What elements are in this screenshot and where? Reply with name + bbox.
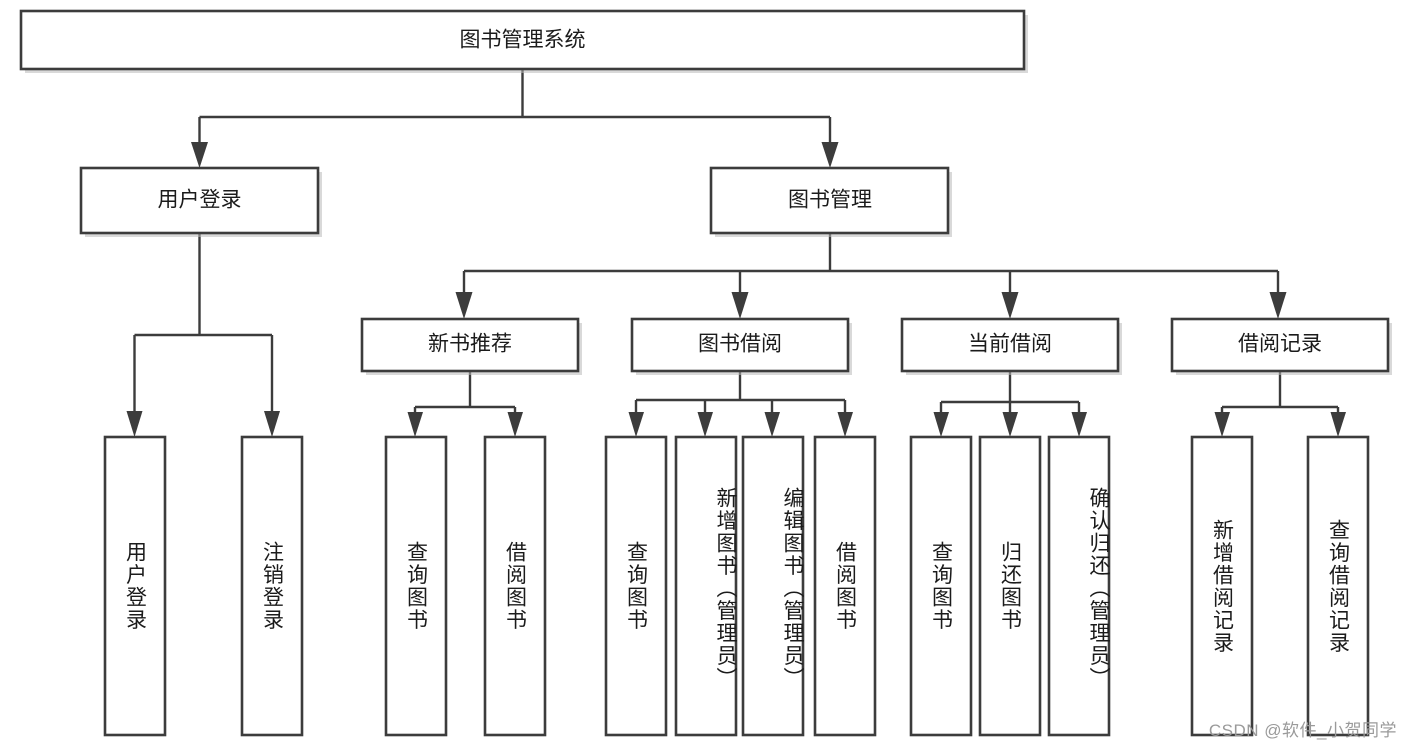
arrow-head-cb-leaf-1 [933,412,949,437]
arrow-head-new-book [455,292,473,319]
leaf-box-user-login[interactable] [103,435,167,737]
node-box-borrow-record[interactable] [1170,317,1390,373]
node-label-user-login: 用户登录 [158,189,242,212]
arrow-head-nb-leaf-2 [507,412,523,437]
node-label-book-borrow: 图书借阅 [698,333,782,356]
node-box-root[interactable] [19,9,1026,71]
leaf-box-cb-query-book[interactable] [909,435,973,737]
node-label-new-book-recommend: 新书推荐 [428,333,512,356]
node-box-user-login[interactable] [79,166,320,235]
arrow-head-cb-leaf-2 [1002,412,1018,437]
arrow-head-br-leaf-1 [1214,412,1230,437]
arrow-head-borrow-record [1269,292,1287,319]
arrow-head-br-leaf-2 [1330,412,1346,437]
leaf-box-bb-add-book[interactable] [674,435,738,737]
arrow-head-bb-leaf-4 [837,412,853,437]
node-box-current-borrow[interactable] [900,317,1120,373]
node-box-book-borrow[interactable] [630,317,850,373]
node-box-book-management[interactable] [709,166,950,235]
watermark-text: CSDN @软件_小贺同学 [1208,721,1397,740]
arrow-head-cb-leaf-3 [1071,412,1087,437]
node-label-book-management: 图书管理 [788,189,872,212]
arrow-head-bb-leaf-1 [628,412,644,437]
arrow-head-user-login [191,142,208,168]
connector-layer [126,69,1346,437]
leaf-box-bb-borrow-book[interactable] [813,435,877,737]
leaf-box-cb-return-book[interactable] [978,435,1042,737]
leaf-box-bb-query-book[interactable] [604,435,668,737]
arrow-head-bb-leaf-3 [764,412,780,437]
node-box-new-book-recommend[interactable] [360,317,580,373]
node-label-root: 图书管理系统 [460,29,586,52]
arrow-head-book-borrow [731,292,749,319]
arrow-head-bb-leaf-2 [697,412,713,437]
leaf-box-br-add-record[interactable] [1190,435,1254,737]
leaf-box-bb-edit-book[interactable] [741,435,805,737]
leaf-box-br-query-record[interactable] [1306,435,1370,737]
arrow-head-current-borrow [1001,292,1019,319]
node-layer: 图书管理系统 用户登录 图书管理 新书推荐 图书借阅 当前借阅 借阅记录 [19,9,1392,737]
arrow-head-book-mgmt [821,142,839,168]
leaf-box-logout[interactable] [240,435,304,737]
arrow-head-leaf-logout [264,411,280,437]
node-label-borrow-record: 借阅记录 [1238,333,1322,356]
leaf-box-nb-query-book[interactable] [384,435,448,737]
leaf-box-nb-borrow-book[interactable] [483,435,547,737]
arrow-head-leaf-user-login [126,411,143,437]
leaf-box-cb-confirm-return[interactable] [1047,435,1111,737]
node-label-current-borrow: 当前借阅 [968,333,1052,356]
arrow-head-nb-leaf-1 [407,412,423,437]
